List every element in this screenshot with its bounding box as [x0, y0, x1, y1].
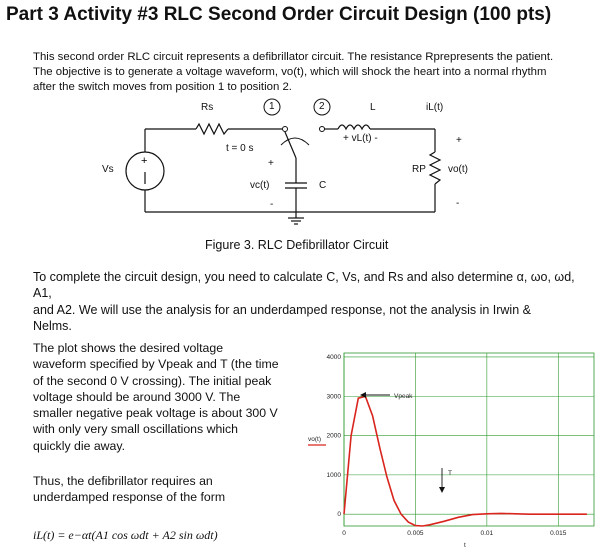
intro-text: This second order RLC circuit represents…	[33, 50, 573, 94]
label-rs: Rs	[201, 102, 214, 113]
label-switch-time: t = 0 s	[226, 143, 254, 154]
inductor-symbol	[337, 124, 371, 131]
chart-grid	[343, 353, 594, 526]
label-vo-plus: +	[456, 135, 462, 146]
x-tick-label: 0.01	[481, 530, 494, 537]
label-vo: vo(t)	[448, 164, 468, 175]
intro-line-1: This second order RLC circuit represents…	[33, 51, 554, 63]
plotdesc-line-3: of the second 0 V crossing). The initial…	[33, 373, 272, 388]
label-vc: vc(t)	[250, 180, 270, 191]
vpeak-annotation: Vpeak	[394, 393, 413, 400]
voltage-source-symbol	[125, 151, 165, 191]
vpeak-arrowhead	[360, 392, 366, 398]
label-il: iL(t)	[426, 102, 444, 113]
plotdesc-line-6: with only very small oscillations which	[33, 422, 239, 437]
plotdesc-line-2: waveform specified by Vpeak and T (the t…	[33, 357, 279, 372]
plot-frame	[343, 352, 595, 527]
response-equation: iL(t) = e−αt(A1 cos ωdt + A2 sin ωdt)	[33, 528, 218, 542]
position-2-badge	[313, 98, 331, 116]
y-tick-label: 2000	[327, 433, 342, 440]
rp-resistor-symbol	[428, 151, 442, 185]
label-c: C	[319, 180, 327, 191]
x-tick-label: 0	[342, 530, 346, 537]
design-instructions: To complete the circuit design, you need…	[33, 269, 578, 334]
rlc-circuit-diagram: +	[125, 98, 442, 225]
x-tick-label: 0.005	[407, 530, 424, 537]
plotdesc-line-5: smaller negative peak voltage is about 3…	[33, 406, 278, 421]
label-vo-minus: -	[456, 198, 460, 209]
switch-arrow	[280, 137, 310, 146]
label-l: L	[370, 102, 376, 113]
y-axis-label: vo(t)	[308, 436, 321, 443]
label-rp: RP	[412, 164, 426, 175]
plotdesc-line-7: quickly die away.	[33, 438, 126, 453]
response-form-text: Thus, the defibrillator requires an unde…	[33, 473, 298, 506]
label-vc-plus: +	[268, 158, 274, 169]
switch-terminal-1	[282, 126, 288, 132]
thus-line-2: underdamped response of the form	[33, 490, 226, 505]
plot-description: The plot shows the desired voltage wavef…	[33, 340, 298, 454]
page-title: Part 3 Activity #3 RLC Second Order Circ…	[6, 4, 552, 25]
label-pos2: 2	[319, 101, 325, 112]
plotdesc-line-4: voltage should be around 3000 V. The	[33, 389, 241, 404]
para2-line-1: To complete the circuit design, you need…	[33, 270, 575, 301]
rs-resistor-symbol	[195, 122, 229, 136]
t-annotation: T	[448, 470, 452, 477]
t-arrowhead	[439, 487, 445, 493]
para2-line-3: Nelms.	[33, 318, 72, 333]
label-vc-minus: -	[270, 199, 274, 210]
y-tick-label: 4000	[327, 354, 342, 361]
y-tick-label: 1000	[327, 472, 342, 479]
plotdesc-line-1: The plot shows the desired voltage	[33, 341, 224, 355]
vo-series-line	[343, 395, 587, 527]
intro-line-2: The objective is to generate a voltage w…	[33, 65, 547, 78]
thus-line-1: Thus, the defibrillator requires an	[33, 474, 213, 488]
switch-arm	[284, 131, 297, 159]
svg-text:+: +	[141, 155, 147, 167]
intro-line-3: after the switch moves from position 1 t…	[33, 80, 292, 93]
label-pos1: 1	[269, 101, 275, 112]
label-vs: Vs	[102, 164, 114, 175]
figure-caption: Figure 3. RLC Defibrillator Circuit	[205, 238, 389, 252]
x-tick-label: 0.015	[550, 530, 567, 537]
x-axis-label: t	[464, 542, 466, 549]
switch-terminal-2	[319, 126, 325, 132]
para2-line-2: and A2. We will use the analysis for an …	[33, 302, 531, 317]
position-1-badge	[263, 98, 281, 116]
label-vl: + vL(t) -	[343, 133, 378, 144]
y-tick-label: 0	[337, 511, 341, 518]
y-tick-label: 3000	[327, 393, 342, 400]
